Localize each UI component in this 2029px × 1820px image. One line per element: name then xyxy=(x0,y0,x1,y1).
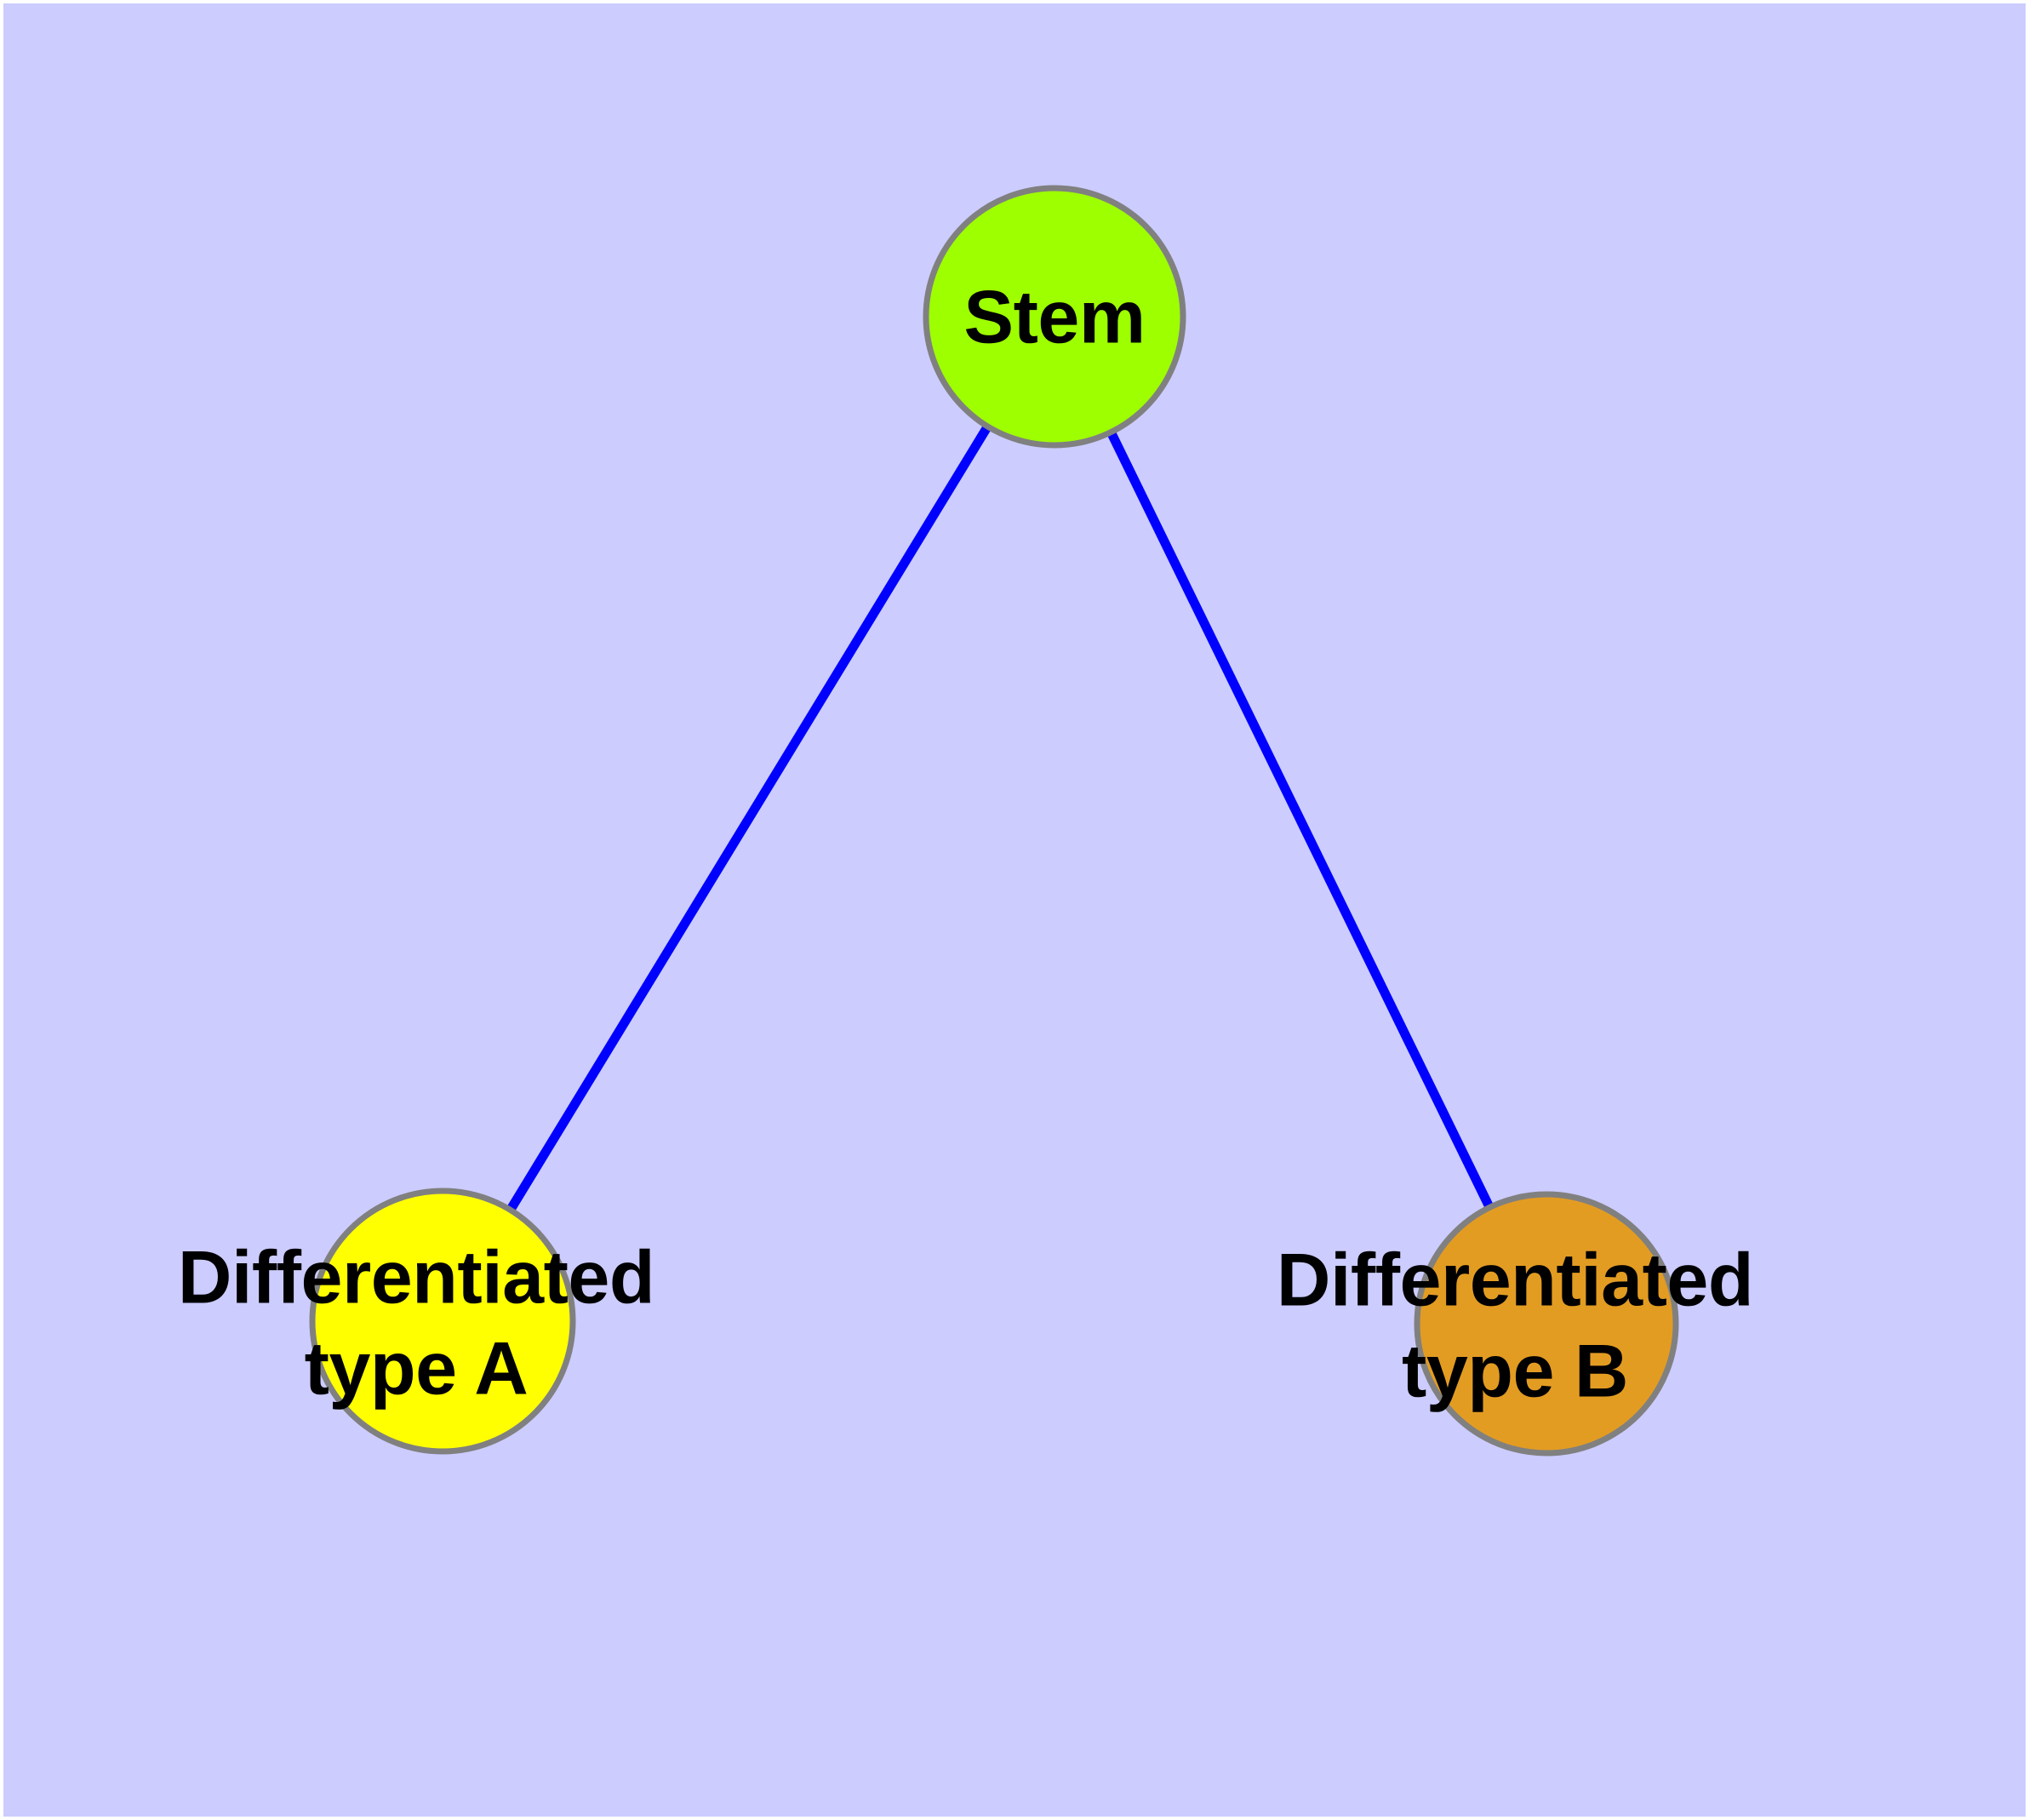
node-layer xyxy=(309,185,1679,1457)
node-circle-stem[interactable] xyxy=(923,185,1186,449)
edge-layer xyxy=(438,314,1551,1326)
edge-stem-to-differentiated-type-b[interactable] xyxy=(1050,314,1551,1326)
edge-stem-to-differentiated-type-a[interactable] xyxy=(438,314,1059,1324)
node-circle-differentiated-type-a[interactable] xyxy=(309,1188,576,1455)
node-circle-differentiated-type-b[interactable] xyxy=(1414,1191,1679,1457)
